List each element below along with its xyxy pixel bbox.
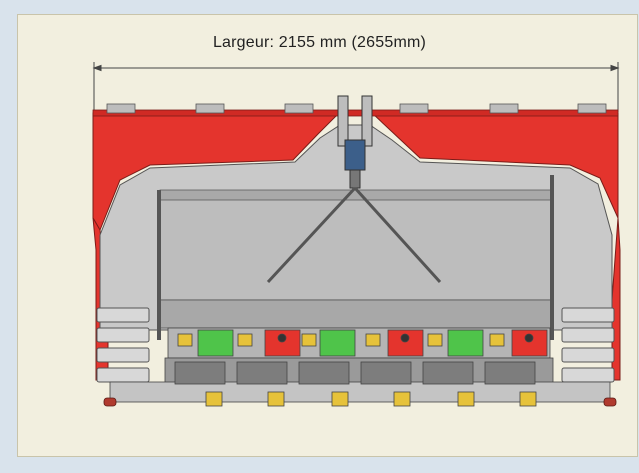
red-top-hood <box>92 103 619 232</box>
skid-bars <box>157 175 554 340</box>
roller-feet <box>103 397 617 407</box>
width-dimension-label: Largeur: 2155 mm (2655mm) <box>212 34 427 51</box>
rotor-drum <box>109 357 611 403</box>
side-slots <box>96 307 615 383</box>
width-dimension-line <box>92 62 620 112</box>
flail-hammers <box>205 391 537 407</box>
grey-housing <box>99 124 613 331</box>
hitch-mast <box>266 95 442 284</box>
rotor-bearing-row <box>167 327 551 359</box>
